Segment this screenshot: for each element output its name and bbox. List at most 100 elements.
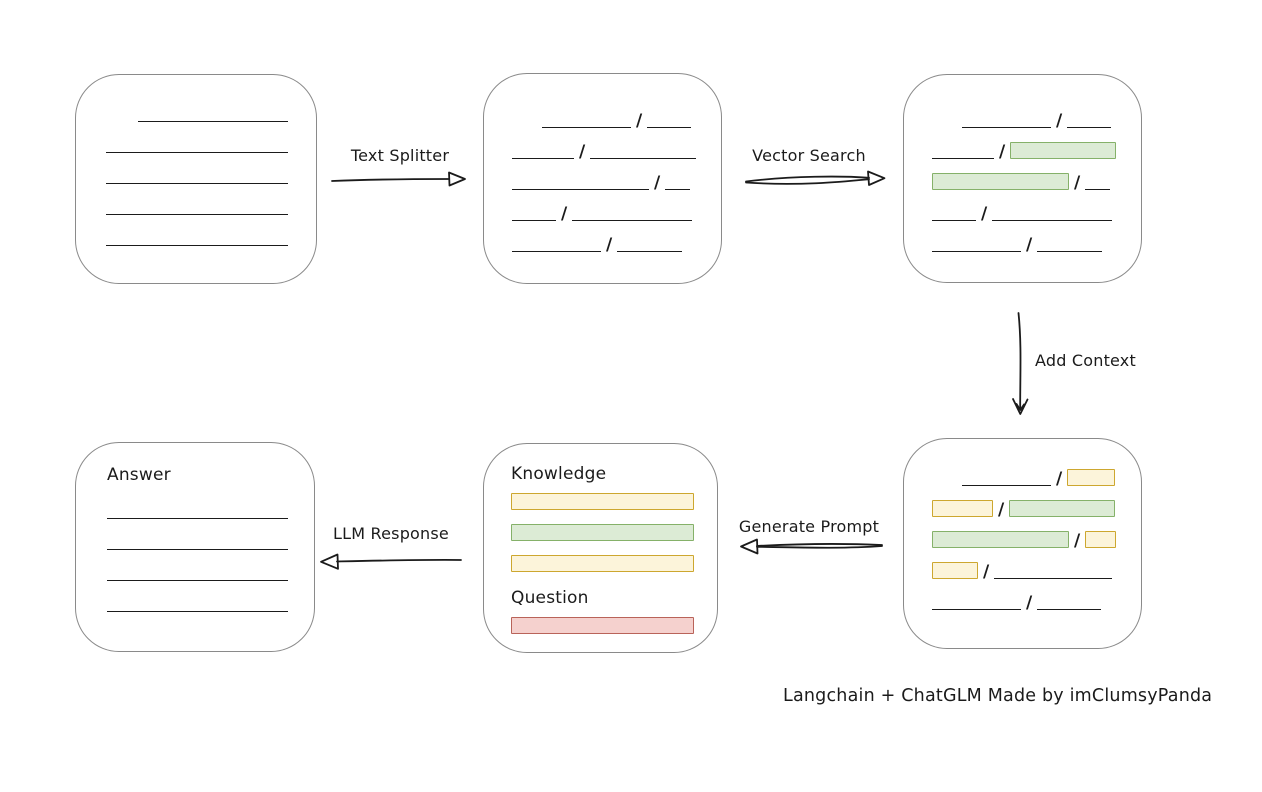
text-row: /: [904, 128, 1141, 162]
text-row: [76, 215, 316, 246]
text-row: [76, 122, 316, 153]
chunk-highlight-yellow: [932, 562, 978, 579]
text-line: [512, 187, 649, 190]
text-line: [665, 187, 691, 190]
text-row: [107, 519, 314, 550]
vector-search-label: Vector Search: [752, 146, 866, 165]
chunk-highlight-yellow: [932, 500, 993, 517]
chunk-separator-slash: /: [983, 562, 990, 582]
text-line: [512, 156, 574, 159]
split-chunks-box: /////: [483, 73, 722, 284]
chunk-separator-slash: /: [1056, 111, 1063, 131]
text-line: [542, 125, 631, 128]
text-row: /: [904, 159, 1141, 192]
chunk-separator-slash: /: [1026, 593, 1033, 613]
text-line: [512, 249, 601, 252]
vector-search-result-box: /////: [903, 74, 1142, 283]
chunk-separator-slash: /: [1074, 531, 1081, 551]
prompt-box: Knowledge Question: [483, 443, 718, 653]
chunk-separator-slash: /: [981, 204, 988, 224]
chunk-separator-slash: /: [606, 235, 613, 255]
text-row: /: [904, 486, 1141, 520]
vector-result-lines: /////: [904, 97, 1141, 255]
text-row: /: [904, 517, 1141, 551]
text-row: /: [484, 159, 721, 192]
chunk-separator-slash: /: [998, 500, 1005, 520]
text-line: [1037, 607, 1102, 610]
llm-response-arrow: [320, 553, 462, 570]
highlight-bar-green: [511, 524, 694, 541]
answer-label: Answer: [107, 465, 171, 485]
text-row: [76, 91, 316, 122]
highlight-bar-red: [511, 617, 694, 634]
context-result-box: / / / / /: [903, 438, 1142, 649]
text-line: [932, 607, 1021, 610]
question-bar: [511, 617, 717, 634]
highlight-bar-yellow: [511, 555, 694, 572]
text-line: [107, 547, 288, 550]
text-line: [106, 212, 288, 215]
chunk-separator-slash: /: [561, 204, 568, 224]
text-row: /: [904, 221, 1141, 255]
text-line: [992, 218, 1113, 221]
text-row: [76, 184, 316, 215]
text-line: [138, 119, 288, 122]
text-line: [962, 483, 1051, 486]
credit-caption: Langchain + ChatGLM Made by imClumsyPand…: [783, 686, 1213, 706]
llm-response-label: LLM Response: [333, 524, 449, 543]
text-line: [590, 156, 697, 159]
text-line: [1085, 187, 1111, 190]
generate-prompt-label: Generate Prompt: [738, 517, 880, 536]
chunk-highlight-yellow: [1067, 469, 1116, 486]
text-row: /: [484, 97, 721, 131]
text-row: [76, 153, 316, 184]
text-row: /: [904, 548, 1141, 582]
text-line: [962, 125, 1051, 128]
text-splitter-arrow: [331, 171, 466, 187]
answer-box: Answer: [75, 442, 315, 652]
text-line: [647, 125, 692, 128]
text-row: /: [484, 190, 721, 224]
chunk-separator-slash: /: [636, 111, 643, 131]
text-line: [617, 249, 683, 252]
text-line: [932, 249, 1021, 252]
chunk-separator-slash: /: [579, 142, 586, 162]
chunk-lines: /////: [484, 97, 721, 255]
document-lines: [76, 91, 316, 246]
text-line: [994, 576, 1113, 579]
text-line: [1067, 125, 1112, 128]
text-line: [572, 218, 693, 221]
chunk-highlight-green: [932, 173, 1069, 190]
knowledge-label: Knowledge: [511, 464, 607, 484]
text-line: [1037, 249, 1103, 252]
add-context-arrow: [1012, 312, 1029, 415]
source-document-box: [75, 74, 317, 284]
text-line: [106, 181, 288, 184]
text-line: [106, 243, 288, 246]
knowledge-bars: [511, 493, 717, 572]
answer-lines: [107, 488, 314, 612]
text-line: [107, 516, 288, 519]
chunk-highlight-green: [1010, 142, 1117, 159]
text-line: [932, 218, 976, 221]
text-line: [512, 218, 556, 221]
text-row: /: [904, 455, 1141, 489]
vector-search-arrow: [745, 170, 886, 186]
chunk-separator-slash: /: [1056, 469, 1063, 489]
question-label: Question: [511, 588, 589, 608]
chunk-separator-slash: /: [999, 142, 1006, 162]
text-row: /: [904, 97, 1141, 131]
text-line: [107, 609, 288, 612]
text-row: [107, 550, 314, 581]
text-row: /: [904, 579, 1141, 613]
text-splitter-label: Text Splitter: [350, 146, 450, 165]
text-row: /: [904, 190, 1141, 224]
text-line: [107, 578, 288, 581]
chunk-separator-slash: /: [1026, 235, 1033, 255]
text-row: [107, 581, 314, 612]
chunk-highlight-green: [1009, 500, 1116, 517]
text-row: /: [484, 221, 721, 255]
context-result-lines: / / / / /: [904, 455, 1141, 613]
highlight-bar-yellow: [511, 493, 694, 510]
